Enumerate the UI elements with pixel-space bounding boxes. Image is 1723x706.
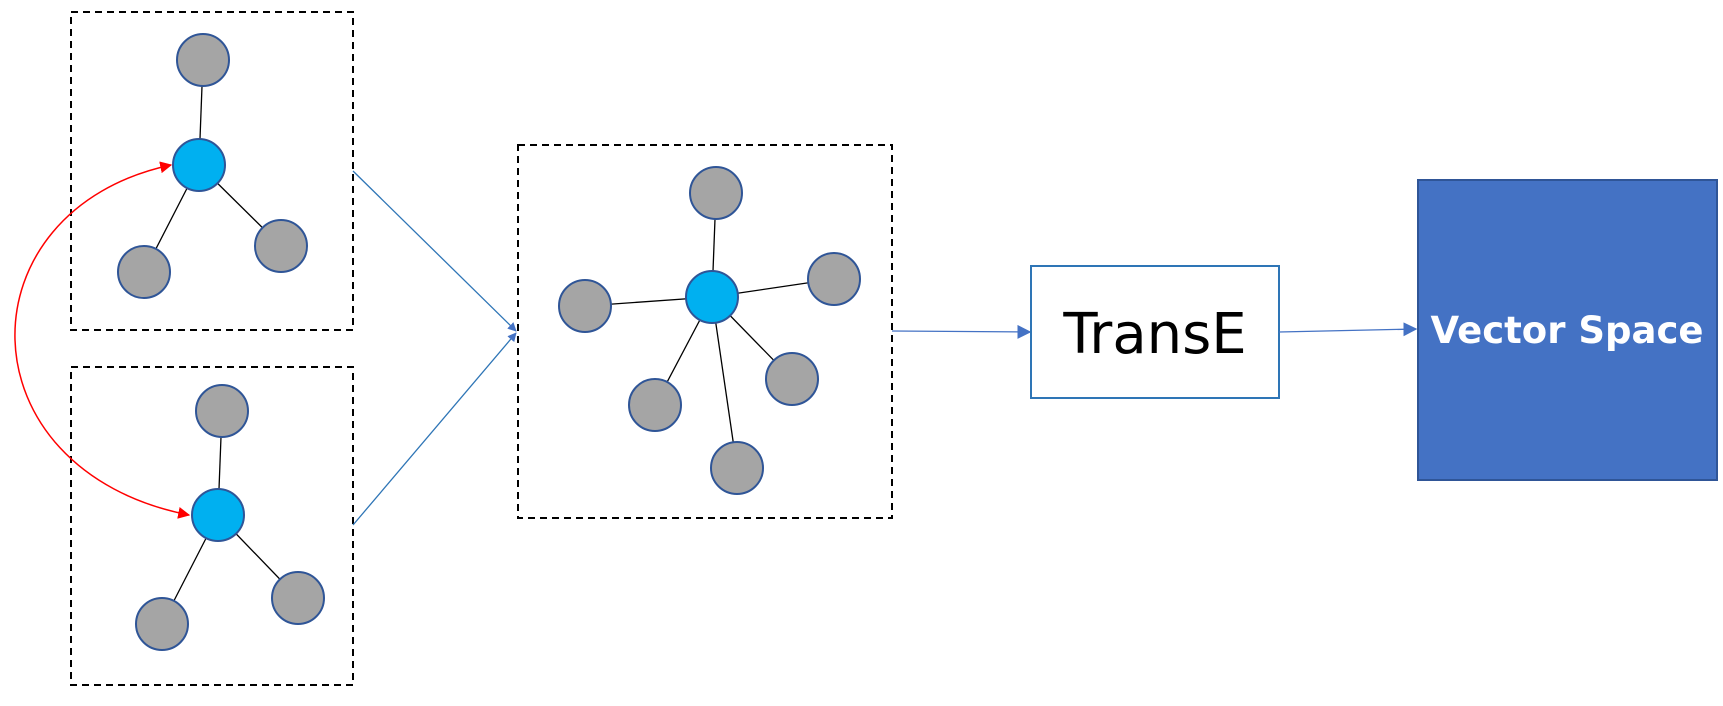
leaf-node <box>689 166 743 220</box>
vector-space-label: Vector Space <box>1430 309 1703 352</box>
center-node <box>685 270 739 324</box>
leaf-node <box>628 378 682 432</box>
leaf-node <box>176 33 230 87</box>
leaf-node <box>117 245 171 299</box>
leaf-node <box>135 597 189 651</box>
merged-graph-frame <box>517 144 893 519</box>
transe-box-frame <box>1030 265 1280 399</box>
subgraph-bottom <box>70 366 354 686</box>
edge <box>711 296 738 469</box>
leaf-node <box>558 279 612 333</box>
leaf-node <box>710 441 764 495</box>
vector-space-box-frame <box>1417 179 1718 481</box>
leaf-node <box>765 352 819 406</box>
flow-arrow-to-transe <box>891 324 1032 339</box>
vector-space-box: Vector Space <box>1417 179 1718 481</box>
center-node <box>172 138 226 192</box>
subgraph-top <box>70 11 354 331</box>
merge-arrow-top <box>352 170 517 332</box>
transe-label: TransE <box>1062 302 1246 367</box>
merge-arrow-bottom <box>352 332 517 526</box>
leaf-node <box>807 252 861 306</box>
leaf-node <box>254 219 308 273</box>
transe-box: TransE <box>1030 265 1280 399</box>
flow-arrow-to-vector-space <box>1278 322 1418 337</box>
leaf-node <box>195 384 249 438</box>
alignment-arrow <box>14 161 191 519</box>
leaf-node <box>271 571 325 625</box>
center-node <box>191 488 245 542</box>
merged-graph <box>517 144 893 519</box>
